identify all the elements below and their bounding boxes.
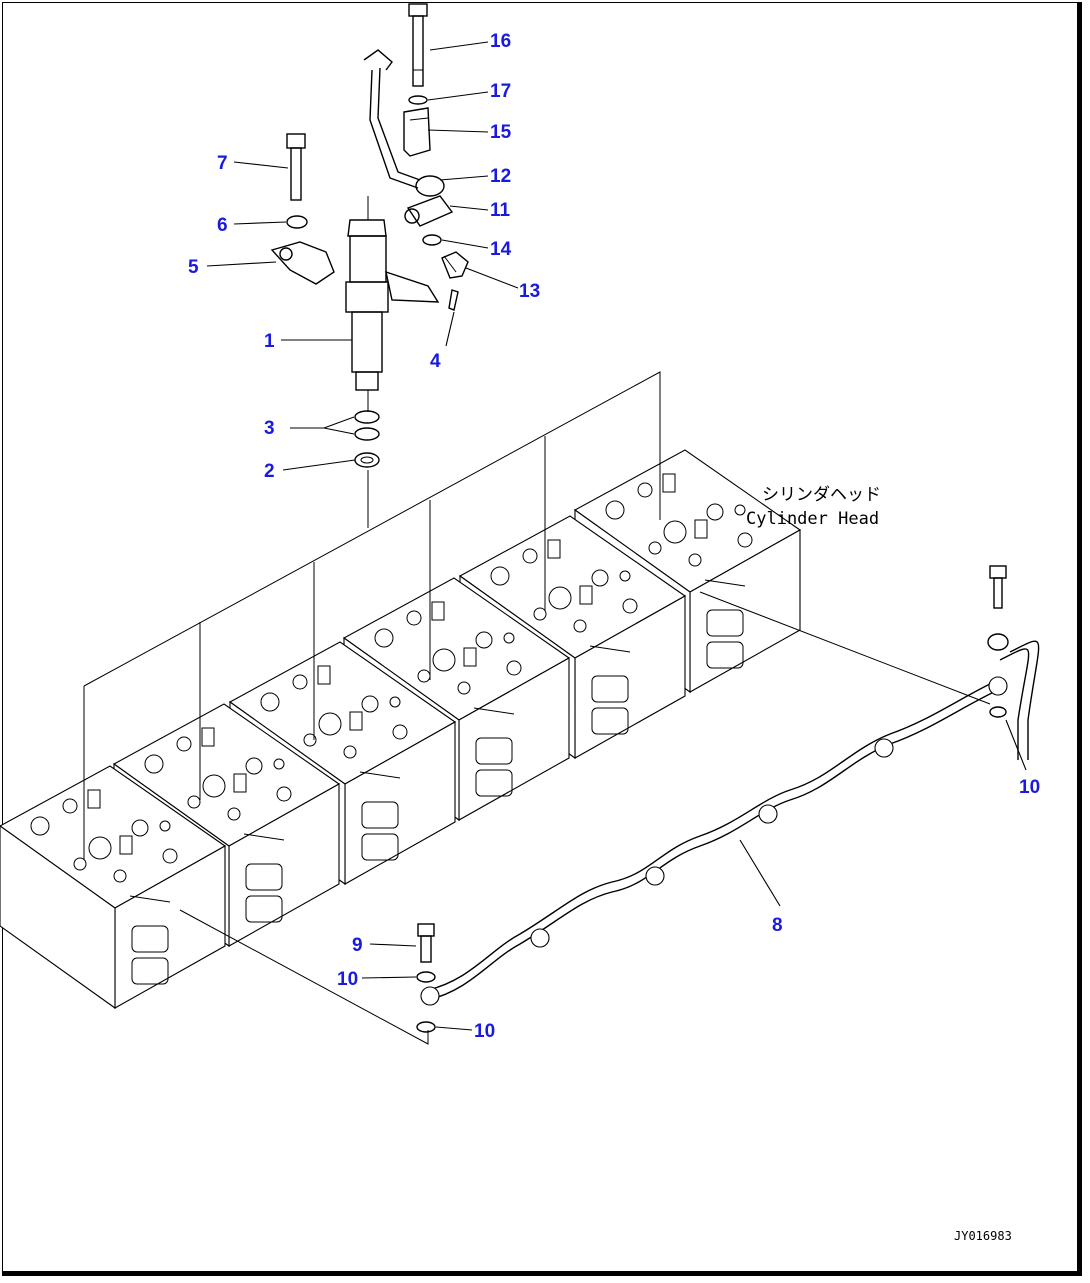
callout-10-right: 10 <box>1019 777 1040 798</box>
part-14-seal <box>422 234 442 246</box>
part-10-washer-upper <box>416 971 436 983</box>
part-12-pipe <box>363 49 445 197</box>
leader-lines <box>206 41 1027 1031</box>
part-11-connector <box>404 195 454 227</box>
part-15-clamp <box>403 107 431 157</box>
part-10-washer-lower <box>416 1021 436 1033</box>
part-5-clamp <box>270 241 335 285</box>
part-17-washer <box>408 95 428 105</box>
part-7-bolt <box>286 133 306 201</box>
callout-4: 4 <box>430 351 441 372</box>
callout-13: 13 <box>519 281 540 302</box>
callout-15: 15 <box>490 122 512 143</box>
cylinder-head-block <box>0 765 227 1010</box>
part-6-washer <box>286 215 308 229</box>
callout-11: 11 <box>490 200 511 221</box>
part-8-spill-tube <box>420 565 1040 1006</box>
part-3-orings <box>354 410 380 441</box>
part-4-pin <box>448 289 459 311</box>
cylinder-heads <box>0 449 802 1010</box>
callout-1: 1 <box>264 331 275 352</box>
callout-10-lower: 10 <box>474 1021 495 1042</box>
injector-assembly <box>270 3 469 468</box>
caption-jp: シリンダヘッド <box>762 485 881 505</box>
part-1-injector <box>345 196 440 412</box>
callout-10-upper: 10 <box>337 969 358 990</box>
callout-9: 9 <box>352 935 363 956</box>
callout-16: 16 <box>490 31 511 52</box>
part-13-bolt <box>441 251 469 279</box>
drawing-id: JY016983 <box>954 1229 1012 1243</box>
callout-17: 17 <box>490 81 511 102</box>
callout-5: 5 <box>188 257 199 278</box>
callout-12: 12 <box>490 166 511 187</box>
part-9-bolt <box>417 923 435 963</box>
callout-8: 8 <box>772 915 783 936</box>
callouts: 16 17 15 7 12 11 6 14 5 13 1 4 3 2 10 8 … <box>188 31 1040 1042</box>
callout-14: 14 <box>490 239 512 260</box>
part-2-gasket <box>354 452 380 468</box>
callout-7: 7 <box>217 153 228 174</box>
callout-3: 3 <box>264 418 275 439</box>
part-16-bolt <box>408 3 428 87</box>
callout-2: 2 <box>264 461 275 482</box>
callout-6: 6 <box>217 215 228 236</box>
projection-lines <box>83 371 991 1045</box>
caption-en: Cylinder Head <box>746 509 879 529</box>
